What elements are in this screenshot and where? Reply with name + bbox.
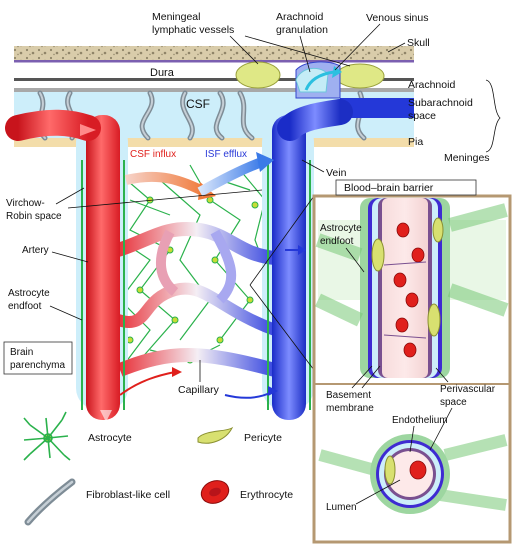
inset-erythrocytes [393, 222, 425, 358]
capillary-bed [115, 222, 278, 377]
label-subarachnoid-2: space [408, 110, 436, 122]
isf-efflux-arrow [197, 157, 264, 197]
legend-pericyte-icon [197, 426, 234, 444]
label-endothelium: Endothelium [392, 415, 448, 426]
inset-cross-section [318, 434, 508, 514]
label-venous-sinus: Venous sinus [366, 12, 428, 24]
legend-astrocyte-label: Astrocyte [88, 432, 132, 444]
label-csf-influx: CSF influx [130, 149, 176, 160]
brain-parenchyma-box [3, 341, 73, 375]
label-meningeal-lymphatic-1: Meningeal [152, 11, 200, 23]
label-skull: Skull [407, 37, 430, 49]
label-csf: CSF [186, 97, 210, 111]
csf-influx-arrow [124, 171, 208, 197]
label-vein: Vein [326, 167, 347, 179]
label-astrocyte-endfoot-inset-2: endfoot [320, 236, 354, 247]
label-arachnoid: Arachnoid [408, 79, 455, 91]
label-virchow-robin-2: Robin space [6, 211, 62, 222]
skull-dura-line [14, 60, 414, 63]
label-meninges: Meninges [444, 152, 490, 164]
bbb-label-box [335, 179, 477, 196]
capillary-arterial-flow [119, 371, 176, 396]
artery-vessel [86, 115, 120, 420]
skull-layer [14, 46, 414, 61]
lymphatic-vessel-right [335, 63, 385, 89]
label-lumen: Lumen [326, 502, 357, 513]
granulation-flow-arrow [304, 70, 335, 91]
inset-leader-bottom [249, 284, 315, 371]
meninges-brace [485, 79, 501, 153]
label-basement-membrane-1: Basement [326, 390, 371, 401]
legend: Astrocyte Pericyte Fibroblast-like cell … [23, 411, 293, 526]
legend-pericyte-label: Pericyte [244, 432, 282, 444]
pia-layer [14, 138, 414, 147]
dura-lower-edge [14, 78, 414, 81]
label-bbb: Blood–brain barrier [344, 182, 434, 194]
arachnoid-layer [14, 88, 414, 92]
label-astrocyte-endfoot-left-1: Astrocyte [8, 288, 50, 299]
label-dura: Dura [150, 67, 175, 79]
label-pia: Pia [408, 136, 423, 148]
label-brain-parenchyma-1: Brain [10, 347, 33, 358]
label-capillary: Capillary [178, 384, 220, 396]
bbb-inset [312, 194, 512, 544]
inset-leader-top [249, 195, 315, 286]
legend-erythrocyte-label: Erythrocyte [240, 489, 293, 501]
label-artery: Artery [22, 245, 49, 256]
label-brain-parenchyma-2: parenchyma [10, 360, 65, 371]
label-basement-membrane-2: membrane [326, 403, 374, 414]
parenchyma-area [5, 99, 353, 422]
inset-longitudinal-vessel [360, 198, 450, 378]
astrocyte-network [114, 164, 271, 371]
lymphatic-vessel-left [235, 61, 281, 89]
label-arachnoid-granulation-2: granulation [276, 24, 328, 36]
label-virchow-robin-1: Virchow- [6, 198, 45, 209]
labels: Meningeal lymphatic vessels Arachnoid gr… [3, 11, 501, 513]
label-perivascular-space-1: Perivascular [440, 384, 496, 395]
label-astrocyte-endfoot-left-2: endfoot [8, 301, 42, 312]
label-perivascular-space-2: space [440, 397, 467, 408]
label-meningeal-lymphatic-2: lymphatic vessels [152, 24, 234, 36]
label-astrocyte-endfoot-inset-1: Astrocyte [320, 223, 362, 234]
label-subarachnoid-1: Subarachnoid [408, 97, 473, 109]
legend-fibroblast-label: Fibroblast-like cell [86, 489, 170, 501]
label-isf-efflux: ISF efflux [205, 149, 247, 160]
label-arachnoid-granulation-1: Arachnoid [276, 11, 323, 23]
legend-astrocyte-icon [23, 411, 71, 461]
vein-vessel [272, 115, 306, 420]
